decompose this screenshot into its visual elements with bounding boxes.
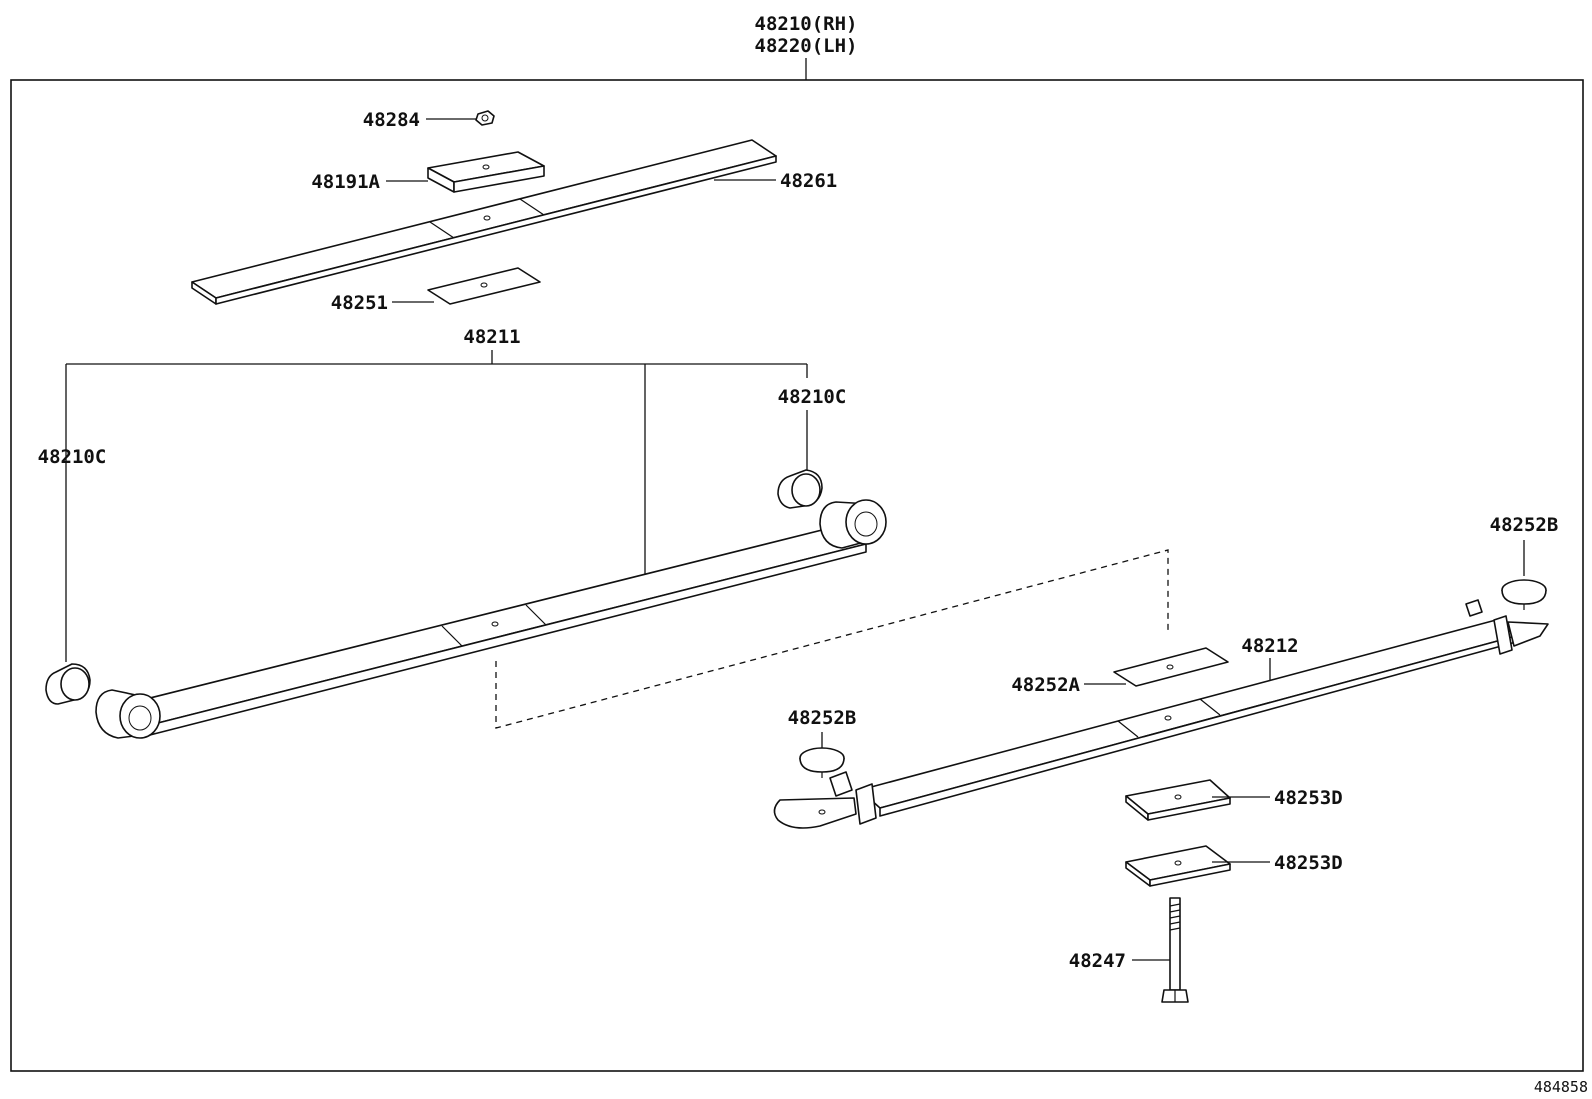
label-48211: 48211: [463, 326, 520, 348]
label-assembly-rh: 48210(RH): [755, 13, 858, 35]
center-bolt-48247[interactable]: [1161, 897, 1189, 1003]
label-48252b-right: 48252B: [1490, 514, 1559, 536]
label-48284: 48284: [363, 109, 420, 131]
label-48253d-lower: 48253D: [1274, 852, 1343, 874]
leaf-48261[interactable]: [191, 139, 777, 305]
bushing-48210c-left[interactable]: [45, 663, 91, 705]
alignment-dashed-line: [495, 549, 1169, 729]
assembly-frame: [10, 79, 1584, 1072]
label-48210c-right: 48210C: [778, 386, 847, 408]
insulator-48252a[interactable]: [1113, 647, 1229, 687]
insulator-48251[interactable]: [427, 267, 541, 305]
label-48191a: 48191A: [311, 171, 380, 193]
leaf-48211[interactable]: [95, 499, 887, 739]
diagram-code: 484858: [1534, 1078, 1588, 1096]
spacer-48191a[interactable]: [427, 151, 545, 193]
label-48210c-left: 48210C: [38, 446, 107, 468]
leaf-48212[interactable]: [773, 599, 1549, 829]
label-48261: 48261: [780, 170, 837, 192]
label-48212: 48212: [1241, 635, 1298, 657]
label-48247: 48247: [1069, 950, 1126, 972]
bushing-48210c-right[interactable]: [777, 469, 823, 509]
label-48252a: 48252A: [1011, 674, 1080, 696]
label-48251: 48251: [331, 292, 388, 314]
spacer-48253d-upper[interactable]: [1125, 779, 1231, 821]
rebound-clip-48252b-right[interactable]: [1501, 579, 1547, 610]
label-48253d-upper: 48253D: [1274, 787, 1343, 809]
label-assembly-lh: 48220(LH): [755, 35, 858, 57]
label-48252b-left: 48252B: [788, 707, 857, 729]
spacer-48253d-lower[interactable]: [1125, 845, 1231, 887]
clip-nut-48284[interactable]: [475, 110, 495, 126]
rebound-clip-48252b-left[interactable]: [799, 747, 845, 778]
